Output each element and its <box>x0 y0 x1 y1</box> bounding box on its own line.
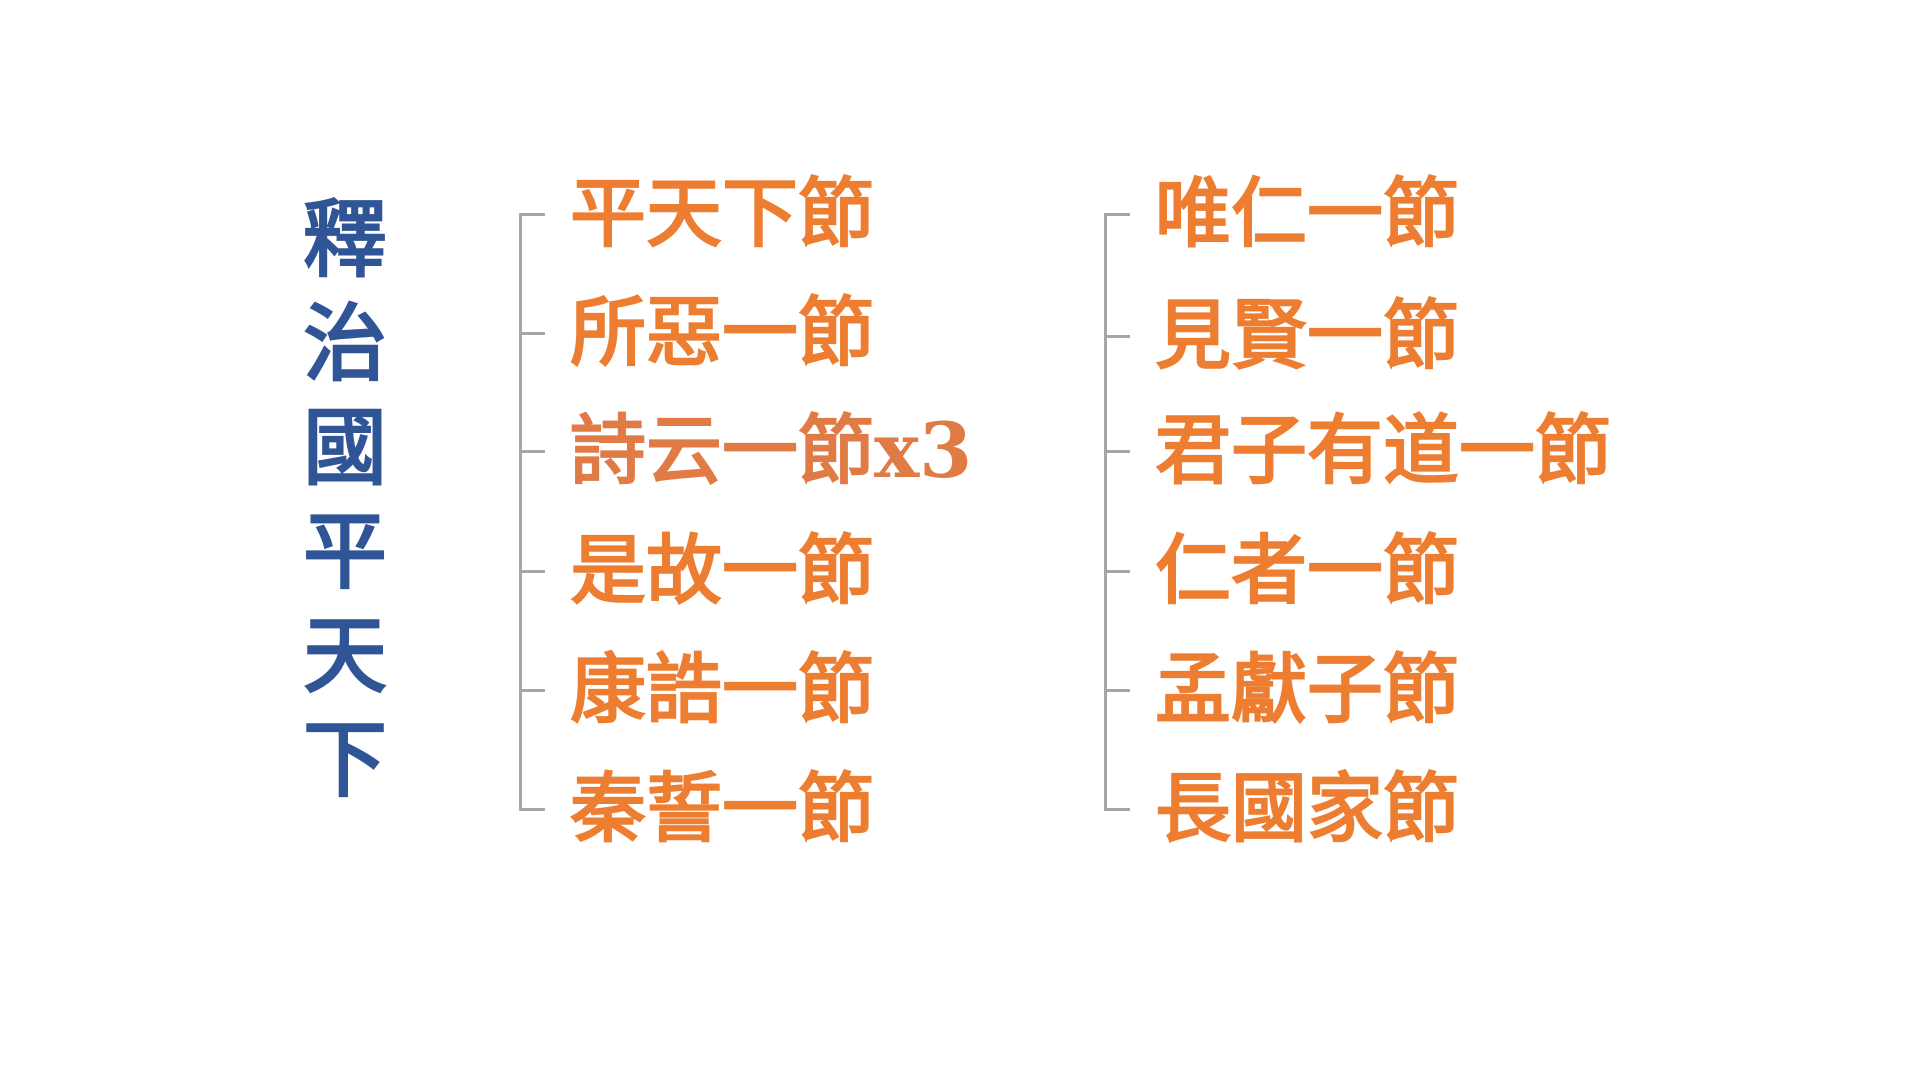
title-char: 國 <box>302 398 387 497</box>
title-char: 天 <box>302 606 387 705</box>
right-bracket-tick <box>1104 808 1130 811</box>
left-bracket-tick <box>519 570 545 573</box>
main-topic-title: 釋 治 國 平 天 下 <box>300 188 390 812</box>
right-item: 孟獻子節 <box>1155 645 1459 734</box>
right-item: 長國家節 <box>1155 764 1459 853</box>
right-item: 見賢一節 <box>1155 291 1459 380</box>
left-item: 所惡一節 <box>570 288 874 377</box>
left-bracket-line <box>519 213 522 810</box>
right-bracket-tick <box>1104 570 1130 573</box>
left-item: 康誥一節 <box>570 645 874 734</box>
left-item: 平天下節 <box>570 169 874 258</box>
title-char: 釋 <box>302 190 387 289</box>
left-bracket-tick <box>519 689 545 692</box>
title-char: 治 <box>302 294 387 393</box>
left-bracket-tick <box>519 450 545 453</box>
right-bracket-line <box>1104 213 1107 810</box>
left-item: 是故一節 <box>570 526 874 615</box>
right-bracket-tick <box>1104 335 1130 338</box>
left-item: 詩云一節x3 <box>570 406 973 495</box>
left-bracket-tick <box>519 808 545 811</box>
right-item: 仁者一節 <box>1155 526 1459 615</box>
title-char: 下 <box>302 710 387 809</box>
right-bracket-tick <box>1104 213 1130 216</box>
left-bracket-tick <box>519 332 545 335</box>
right-bracket-tick <box>1104 450 1130 453</box>
right-item: 君子有道一節 <box>1155 406 1611 495</box>
title-char: 平 <box>302 502 387 601</box>
right-bracket-tick <box>1104 689 1130 692</box>
left-bracket-tick <box>519 213 545 216</box>
right-item: 唯仁一節 <box>1155 169 1459 258</box>
left-item: 秦誓一節 <box>570 764 874 853</box>
